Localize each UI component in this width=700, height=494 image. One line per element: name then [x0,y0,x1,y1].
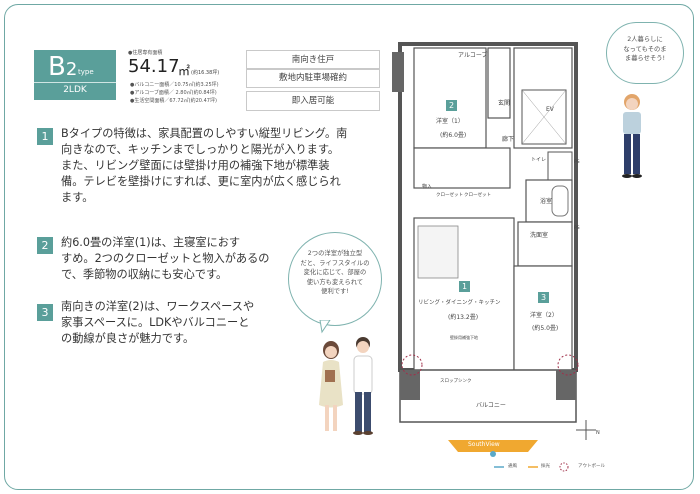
fp-washroom: 洗面室 [530,232,549,239]
point-text: Bタイプの特徴は、家具配置のしやすい縦型リビング。南向きなので、キッチンまでしっ… [61,127,348,204]
speech-bubble: 2人暮らしになってもそのまま暮らせそう! [606,22,684,84]
feature-tag: 南向き住戸 [246,50,380,70]
legend-outpole: アウトポール [578,464,605,469]
plan-type-letter: B2 [48,52,78,82]
fp-closet: クローゼット [464,193,491,198]
area-detail: ●アルコーブ面積／ 2.80㎡(約0.84坪) [130,90,217,96]
point-text: 南向きの洋室(2)は、ワークスペースや家事スペースに。LDKやバルコニーとの動線… [61,300,255,345]
area-tsubo: (約16.38坪) [191,70,220,76]
point-number: 3 [37,304,53,321]
feature-tag: 敷地内駐車場確約 [246,68,380,88]
fp-room1-size: (約6.0畳) [440,132,467,139]
fp-room2-name: 洋室（2） [530,312,558,319]
area-detail: ●バルコニー面積／10.75㎡(約3.25坪) [130,82,219,88]
south-view-banner [448,440,538,457]
legend-ventilation: 通風 [508,464,517,469]
fp-ps: PS [574,226,580,231]
area-value: 54.17 [128,56,180,77]
compass-north: N [596,430,600,436]
fp-room2-size: (約5.0畳) [532,325,559,332]
fp-bath: 浴室 [540,198,553,205]
fp-wall-note: 壁掛用補強下地 [450,335,478,340]
point-text: 約6.0畳の洋室(1)は、主寝室におすすめ。2つのクローゼットと物入があるので、… [61,236,270,281]
fp-hall: 廊下 [502,136,515,143]
floor-plan [392,42,596,440]
plan-layout: 2LDK [34,82,116,95]
legend-daylight: 採光 [541,464,550,469]
fp-room-number: 1 [459,281,470,292]
area-unit: ㎡ [178,64,191,78]
fp-toilet: トイレ [531,157,547,163]
plan-type-badge: B2 type 2LDK [34,50,116,100]
south-view-label: SouthView [468,441,500,448]
fp-ps: PS [574,160,580,165]
fp-balcony: バルコニー [476,402,506,409]
fp-entrance: 玄関 [498,100,511,107]
speech-bubble: 2つの洋室が独立型だと、ライフスタイルの変化に応じて、部屋の使い方も変えられて便… [288,232,382,326]
plan-type-word: type [78,68,94,76]
point-number: 1 [37,128,53,145]
bubble-tail [319,320,331,334]
couple-illustration [319,337,373,435]
fp-room-number: 3 [538,292,549,303]
fp-ev: EV [546,106,554,113]
legend-icons [494,462,569,472]
fp-ldk-size: (約13.2畳) [448,314,479,321]
fp-room-number: 2 [446,100,457,111]
point-number: 2 [37,237,53,254]
area-detail: ●生活空間面積／67.72㎡(約20.47坪) [130,98,217,104]
feature-tag: 即入居可能 [246,91,380,111]
fp-ldk-name: リビング・ダイニング・キッチン [418,300,501,306]
fp-slop-sink: スロップシンク [440,379,472,384]
woman-illustration [622,94,642,178]
area-label: ●住居専有面積 [128,50,163,56]
fp-alcove: アルコーブ [458,52,488,59]
fp-closet: クローゼット [436,193,463,198]
fp-room1-name: 洋室（1） [436,118,464,125]
fp-storage: 物入 [422,184,433,190]
